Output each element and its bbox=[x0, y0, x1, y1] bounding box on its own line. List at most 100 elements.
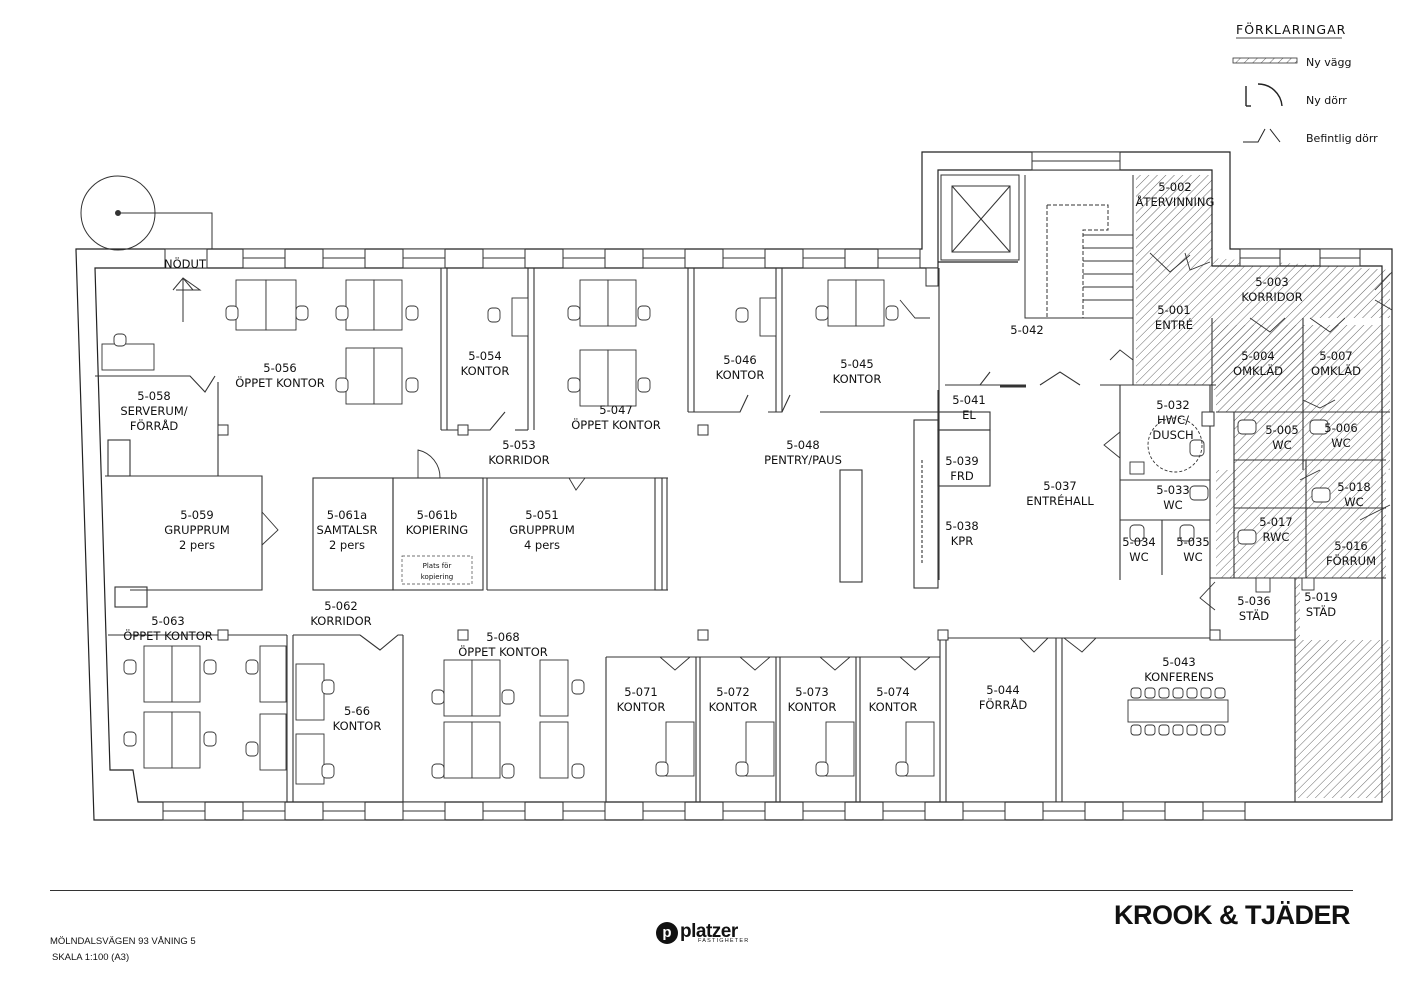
room-text-r017-0: 5-017 bbox=[1259, 515, 1292, 529]
room-text-r001-0: 5-001 bbox=[1157, 303, 1190, 317]
room-text-r037-1: ENTRÉHALL bbox=[1026, 493, 1094, 508]
room-text-r042-0: 5-042 bbox=[1010, 323, 1043, 337]
room-text-r051-2: 4 pers bbox=[524, 538, 560, 552]
room-text-r061a-2: 2 pers bbox=[329, 538, 365, 552]
room-text-r037-0: 5-037 bbox=[1043, 479, 1076, 493]
room-text-r072-1: KONTOR bbox=[709, 700, 758, 714]
room-text-r066-0: 5-66 bbox=[344, 704, 370, 718]
room-text-r062-1: KORRIDOR bbox=[310, 614, 371, 628]
room-text-r059-0: 5-059 bbox=[180, 508, 213, 522]
room-text-r054-0: 5-054 bbox=[468, 349, 501, 363]
platzer-wordmark: platzer bbox=[680, 921, 738, 942]
room-text-r062-0: 5-062 bbox=[324, 599, 357, 613]
outer-walls bbox=[75, 151, 1393, 821]
room-text-r007-0: 5-007 bbox=[1319, 349, 1352, 363]
room-text-r074-0: 5-074 bbox=[876, 685, 909, 699]
room-text-r071-0: 5-071 bbox=[624, 685, 657, 699]
room-text-r058-2: FÖRRÅD bbox=[130, 417, 179, 433]
room-text-r007-1: OMKLÄD bbox=[1311, 363, 1361, 378]
room-text-r003-0: 5-003 bbox=[1255, 275, 1288, 289]
legend: FÖRKLARINGAR Ny vägg Ny dörr Befintlig d… bbox=[1232, 21, 1378, 145]
room-text-r044-1: FÖRRÅD bbox=[979, 696, 1028, 712]
doors bbox=[261, 252, 1393, 671]
room-text-r068-0: 5-068 bbox=[486, 630, 519, 644]
new-door-icon bbox=[1245, 83, 1283, 107]
footer-address: MÖLNDALSVÄGEN 93 VÅNING 5 bbox=[50, 936, 196, 947]
room-text-r063-1: ÖPPET KONTOR bbox=[123, 627, 213, 643]
furniture bbox=[101, 279, 1331, 785]
room-text-r061b-1: KOPIERING bbox=[406, 523, 468, 537]
room-text-r039-0: 5-039 bbox=[945, 454, 978, 468]
room-text-r034-1: WC bbox=[1129, 550, 1148, 564]
room-text-r018-0: 5-018 bbox=[1337, 480, 1370, 494]
room-text-r002-0: 5-002 bbox=[1158, 180, 1191, 194]
room-text-r066-1: KONTOR bbox=[333, 719, 382, 733]
room-text-r056-1: ÖPPET KONTOR bbox=[235, 374, 325, 390]
room-text-r061a-0: 5-061a bbox=[327, 508, 367, 522]
room-text-r002-1: ÅTERVINNING bbox=[1136, 194, 1215, 209]
room-text-r039-1: FRD bbox=[950, 469, 974, 483]
room-text-r053-1: KORRIDOR bbox=[488, 453, 549, 467]
room-text-r038-0: 5-038 bbox=[945, 519, 978, 533]
room-text-r001-1: ENTRÉ bbox=[1155, 317, 1193, 332]
room-text-r003-1: KORRIDOR bbox=[1241, 290, 1302, 304]
room-text-r004-0: 5-004 bbox=[1241, 349, 1274, 363]
room-text-r063-0: 5-063 bbox=[151, 614, 184, 628]
room-text-r034-0: 5-034 bbox=[1122, 535, 1155, 549]
room-text-r072-0: 5-072 bbox=[716, 685, 749, 699]
krook-tjader-brand: KROOK & TJÄDER bbox=[1114, 900, 1351, 930]
room-text-r051-0: 5-051 bbox=[525, 508, 558, 522]
platzer-logo-icon: p bbox=[656, 922, 678, 945]
copy-note-line-2: kopiering bbox=[421, 573, 453, 581]
emergency-exit-label: NÖDUT bbox=[164, 255, 207, 271]
room-text-r056-0: 5-056 bbox=[263, 361, 296, 375]
room-text-r073-0: 5-073 bbox=[795, 685, 828, 699]
room-text-r044-0: 5-044 bbox=[986, 683, 1019, 697]
room-text-r041-1: EL bbox=[962, 408, 976, 422]
room-text-r061a-1: SAMTALSR bbox=[317, 523, 378, 537]
room-text-r032-2: DUSCH bbox=[1152, 428, 1193, 442]
room-text-r059-1: GRUPPRUM bbox=[164, 523, 230, 537]
room-text-r036-1: STÄD bbox=[1239, 608, 1269, 623]
room-text-r068-1: ÖPPET KONTOR bbox=[458, 643, 548, 659]
room-text-r073-1: KONTOR bbox=[788, 700, 837, 714]
room-text-r053-0: 5-053 bbox=[502, 438, 535, 452]
hatched-zones bbox=[1136, 175, 1390, 798]
room-text-r046-1: KONTOR bbox=[716, 368, 765, 382]
room-text-r018-1: WC bbox=[1344, 495, 1363, 509]
legend-new-door: Ny dörr bbox=[1306, 94, 1347, 107]
room-text-r038-1: KPR bbox=[951, 534, 973, 548]
room-text-r006-0: 5-006 bbox=[1324, 421, 1357, 435]
room-text-r005-1: WC bbox=[1272, 438, 1291, 452]
room-text-r046-0: 5-046 bbox=[723, 353, 756, 367]
room-text-r058-0: 5-058 bbox=[137, 389, 170, 403]
